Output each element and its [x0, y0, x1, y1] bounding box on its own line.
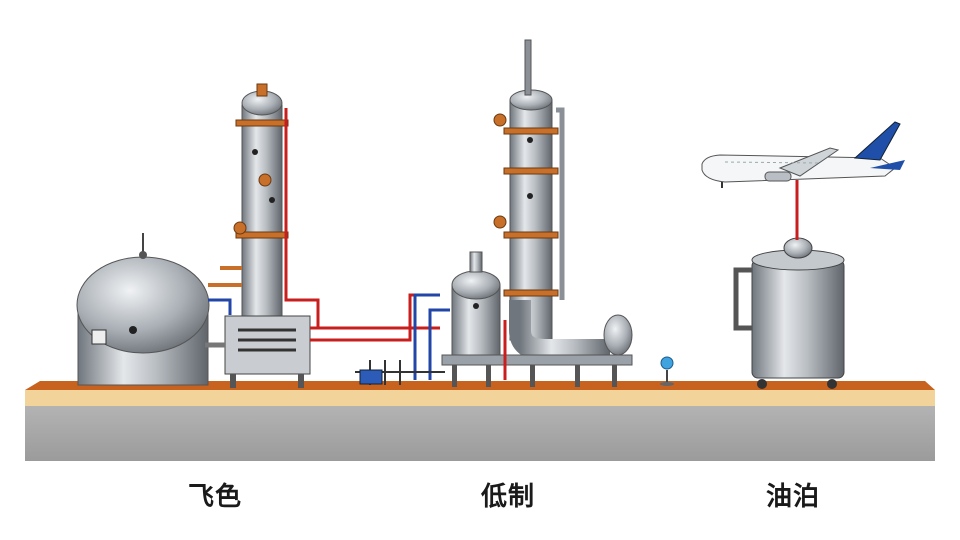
connecting-pipes [310, 293, 450, 385]
pump [359, 369, 383, 385]
distillation-tower-2 [493, 39, 633, 361]
distillation-tower-1 [233, 83, 289, 321]
equipment-platform [441, 320, 633, 387]
stage-label-2: 低制 [480, 482, 535, 512]
sensor-probe [660, 356, 674, 386]
pipes-stage-1 [205, 108, 320, 348]
stage-label-1: 飞色 [187, 482, 242, 512]
ground [25, 381, 935, 461]
stage-label-3: 油泊 [765, 482, 820, 512]
cooling-unit-1 [224, 315, 311, 388]
fuel-tank [733, 237, 845, 389]
small-vessel [451, 251, 501, 358]
dome-storage-tank [76, 233, 210, 386]
airplane-icon [701, 121, 905, 188]
